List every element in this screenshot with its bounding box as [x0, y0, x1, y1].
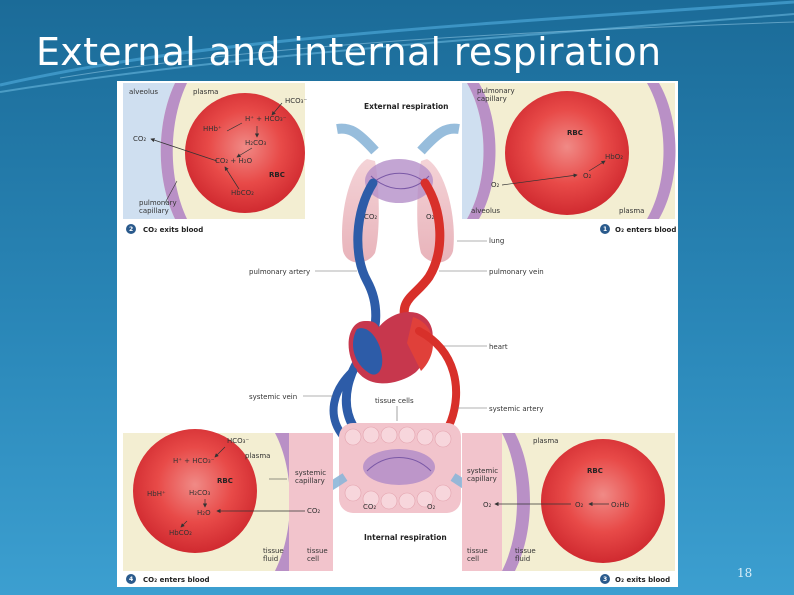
label: H⁺ + HCO₃⁻ — [245, 115, 287, 123]
rbc-cell-br — [541, 439, 665, 563]
panel-co2-enters-blood: HCO₃⁻ H⁺ + HCO₃⁻ plasma HbH⁺ H₂CO₃ RBC H… — [123, 429, 333, 571]
label: plasma — [533, 437, 558, 445]
label: tissue — [515, 547, 536, 555]
label: O₂ — [427, 503, 436, 511]
label: heart — [489, 343, 508, 351]
label: systemic vein — [249, 393, 297, 401]
label: alveolus — [129, 88, 158, 96]
label: H₂CO₃ — [245, 139, 266, 147]
panel-co2-exits-blood: alveolus plasma HCO₃⁻ H⁺ + HCO₃⁻ HHb⁺ H₂… — [123, 83, 307, 219]
label: cell — [307, 555, 319, 563]
rbc-cell-tl — [185, 93, 305, 213]
caption-tl: 2 CO₂ exits blood — [126, 224, 203, 234]
label: lung — [489, 237, 504, 245]
slide-title: External and internal respiration — [36, 30, 662, 74]
header-internal: Internal respiration — [364, 533, 447, 542]
label: systemic artery — [489, 405, 544, 413]
label: plasma — [193, 88, 218, 96]
caption: CO₂ enters blood — [143, 576, 210, 584]
label: capillary — [467, 475, 497, 483]
caption-tr: 1 O₂ enters blood — [600, 224, 676, 234]
label: HCO₃⁻ — [227, 437, 249, 445]
label: capillary — [477, 95, 507, 103]
label: alveolus — [471, 207, 500, 215]
label: RBC — [269, 171, 285, 179]
label: systemic — [467, 467, 498, 475]
rbc-cell-tr — [505, 91, 629, 215]
label: CO₂ — [307, 507, 320, 515]
label: H₂O — [197, 509, 211, 517]
label: systemic — [295, 469, 326, 477]
label: CO₂ — [364, 213, 377, 221]
label: H₂CO₃ — [189, 489, 210, 497]
label: O₂ — [491, 181, 500, 189]
label: RBC — [587, 467, 603, 475]
label: CO₂ + H₂O — [215, 157, 253, 165]
label: tissue cells — [375, 397, 414, 405]
header-external: External respiration — [364, 102, 449, 111]
label: capillary — [295, 477, 325, 485]
label: cell — [467, 555, 479, 563]
label: capillary — [139, 207, 169, 215]
respiration-figure: alveolus plasma HCO₃⁻ H⁺ + HCO₃⁻ HHb⁺ H₂… — [117, 81, 678, 587]
label: tissue — [307, 547, 328, 555]
label: O₂ — [583, 172, 592, 180]
caption: O₂ exits blood — [615, 576, 670, 584]
label: H⁺ + HCO₃⁻ — [173, 457, 215, 465]
center-circulation: External respiration CO₂ O₂ lung pulmona… — [249, 102, 544, 542]
label: HbH⁺ — [147, 490, 166, 498]
label: fluid — [515, 555, 530, 563]
label: pulmonary artery — [249, 268, 310, 276]
label: plasma — [245, 452, 270, 460]
step-number: 1 — [603, 226, 607, 233]
label: HbCO₂ — [231, 189, 254, 197]
label: plasma — [619, 207, 644, 215]
label: O₂ — [575, 501, 584, 509]
capillary-bed-top — [365, 159, 433, 203]
caption-bl: 4 CO₂ enters blood — [126, 574, 210, 584]
label: O₂ — [483, 501, 492, 509]
label: HCO₃⁻ — [285, 97, 307, 105]
label: pulmonary — [477, 87, 515, 95]
label: HbCO₂ — [169, 529, 192, 537]
capillary-bed-bottom — [363, 449, 435, 485]
panel-o2-exits-blood: plasma RBC systemic capillary O₂ O₂ O₂Hb… — [462, 433, 675, 571]
header-swoosh — [0, 0, 794, 93]
step-number: 4 — [129, 576, 133, 583]
label: RBC — [217, 477, 233, 485]
label: tissue — [467, 547, 488, 555]
panel-o2-enters-blood: pulmonary capillary RBC HbO₂ O₂ O₂ alveo… — [462, 83, 676, 219]
step-number: 3 — [603, 576, 607, 583]
caption: CO₂ exits blood — [143, 226, 203, 234]
label: fluid — [263, 555, 278, 563]
label: pulmonary vein — [489, 268, 544, 276]
rbc-cell-bl — [133, 429, 257, 553]
label: O₂ — [426, 213, 435, 221]
label: CO₂ — [363, 503, 376, 511]
label: HbO₂ — [605, 153, 623, 161]
caption: O₂ enters blood — [615, 226, 676, 234]
label: RBC — [567, 129, 583, 137]
step-number: 2 — [129, 226, 133, 233]
page-number: 18 — [737, 566, 753, 580]
label: tissue — [263, 547, 284, 555]
label: O₂Hb — [611, 501, 630, 509]
label: CO₂ — [133, 135, 146, 143]
label: pulmonary — [139, 199, 177, 207]
label: HHb⁺ — [203, 125, 222, 133]
caption-br: 3 O₂ exits blood — [600, 574, 670, 584]
